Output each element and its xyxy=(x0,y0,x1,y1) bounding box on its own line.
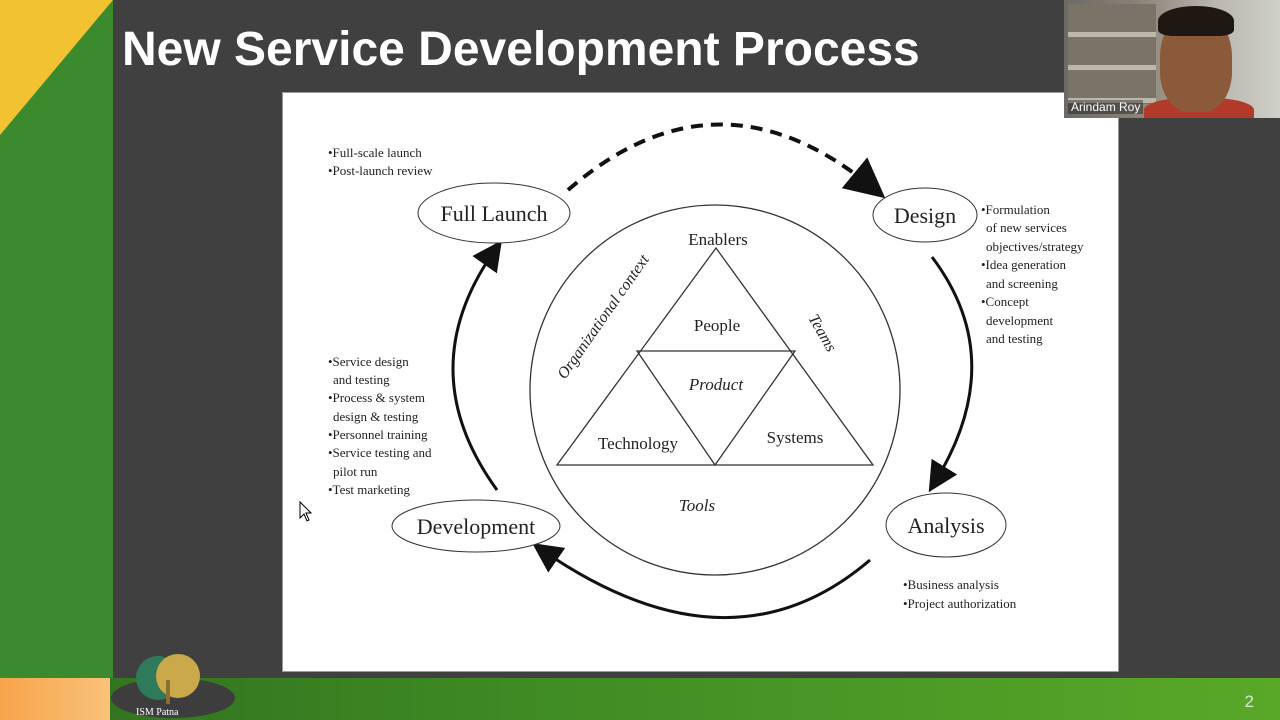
bookshelf-background xyxy=(1068,4,1156,104)
teams-label: Teams xyxy=(805,312,840,355)
ism-patna-logo-icon xyxy=(111,654,235,718)
stage-full-launch: Full Launch xyxy=(417,182,571,244)
slide-title: New Service Development Process xyxy=(122,23,920,76)
technology-label: Technology xyxy=(598,434,679,453)
product-label: Product xyxy=(688,375,744,394)
note-line: •Business analysis xyxy=(903,577,999,592)
enablers-circle xyxy=(529,204,901,576)
notes-analysis: •Business analysis •Project authorizatio… xyxy=(903,577,1017,611)
note-line: •Process & system xyxy=(328,390,425,405)
stage-label: Full Launch xyxy=(441,201,548,226)
arrow-analysis-to-development xyxy=(532,543,871,619)
note-line: •Personnel training xyxy=(328,427,428,442)
tools-label: Tools xyxy=(679,496,716,515)
outer-triangle xyxy=(555,246,875,466)
people-label: People xyxy=(694,316,740,335)
stage-label: Analysis xyxy=(908,513,985,538)
note-line: •Idea generation xyxy=(981,257,1067,272)
note-line: •Full-scale launch xyxy=(328,145,422,160)
participant-video[interactable]: Arindam Roy xyxy=(1064,0,1280,118)
arrow-launch-to-design xyxy=(566,122,886,199)
stage-label: Design xyxy=(894,203,956,228)
note-line: •Service design xyxy=(328,354,409,369)
org-context-label: Organizational context xyxy=(554,251,653,382)
page-number: 2 xyxy=(1244,692,1254,711)
note-line: of new services xyxy=(986,220,1067,235)
mouse-cursor-icon xyxy=(299,500,313,522)
stage-label: Development xyxy=(417,514,536,539)
note-line: •Formulation xyxy=(981,202,1050,217)
participant-hair xyxy=(1158,6,1234,36)
notes-full-launch: •Full-scale launch •Post-launch review xyxy=(328,145,433,178)
bottom-orange-block xyxy=(0,678,110,720)
note-line: and testing xyxy=(333,372,390,387)
arrow-design-to-analysis xyxy=(928,256,974,493)
stage-development: Development xyxy=(391,499,561,553)
yellow-corner-triangle xyxy=(0,0,113,135)
note-line: •Concept xyxy=(981,294,1029,309)
enablers-label: Enablers xyxy=(688,230,747,249)
note-line: •Service testing and xyxy=(328,445,432,460)
note-line: pilot run xyxy=(333,464,378,479)
note-line: •Test marketing xyxy=(328,482,410,497)
stage-analysis: Analysis xyxy=(885,492,1007,558)
note-line: development xyxy=(986,313,1054,328)
logo-text: ISM Patna xyxy=(136,707,179,718)
participant-name: Arindam Roy xyxy=(1068,100,1144,114)
note-line: •Post-launch review xyxy=(328,163,433,178)
note-line: and screening xyxy=(986,276,1058,291)
notes-development: •Service design and testing •Process & s… xyxy=(328,354,432,497)
note-line: and testing xyxy=(986,331,1043,346)
note-line: objectives/strategy xyxy=(986,239,1084,254)
stage-design: Design xyxy=(872,187,978,243)
slide-image xyxy=(282,92,1119,672)
inner-triangle xyxy=(635,350,797,467)
note-line: design & testing xyxy=(333,409,419,424)
notes-design: •Formulation of new services objectives/… xyxy=(981,202,1084,346)
arrow-development-to-launch xyxy=(451,240,502,491)
note-line: •Project authorization xyxy=(903,596,1017,611)
systems-label: Systems xyxy=(767,428,824,447)
